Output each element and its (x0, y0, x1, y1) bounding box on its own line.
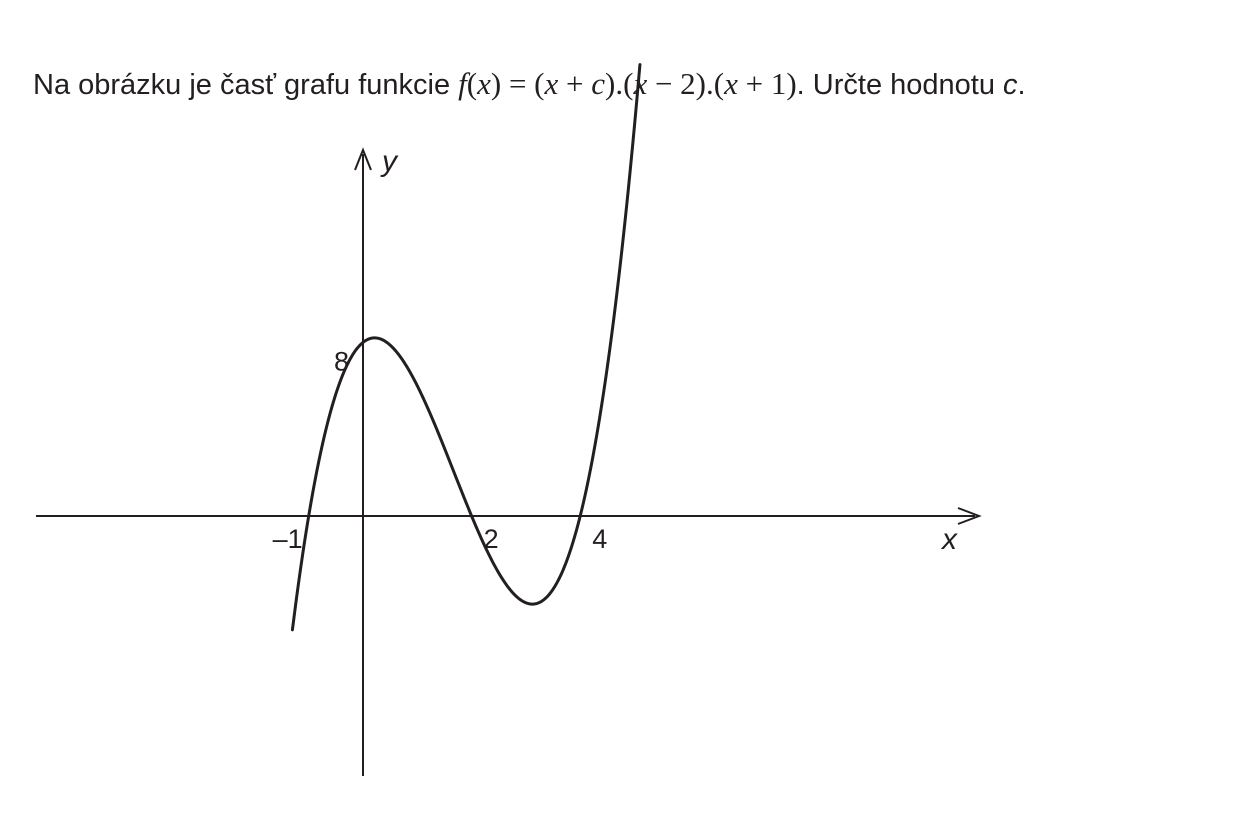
question-prefix: Na obrázku je časť grafu funkcie (33, 69, 459, 101)
y-axis-label: y (380, 145, 399, 178)
question-text: Na obrázku je časť grafu funkcie f(x) = … (33, 66, 1026, 101)
y-tick-label: 8 (334, 346, 349, 376)
variable-c: c (1003, 69, 1018, 101)
x-tick-label: 2 (484, 524, 499, 554)
x-axis-arrow-icon (957, 507, 982, 525)
question-suffix: . Určte hodnotu (796, 69, 1004, 101)
x-tick-label: 4 (592, 524, 607, 554)
tick-labels: –1 2 4 8 (273, 346, 608, 554)
y-axis-arrow-icon (354, 147, 372, 171)
x-tick-label: –1 (273, 524, 303, 554)
function-curve (290, 63, 642, 632)
x-axis-label: x (940, 523, 958, 556)
